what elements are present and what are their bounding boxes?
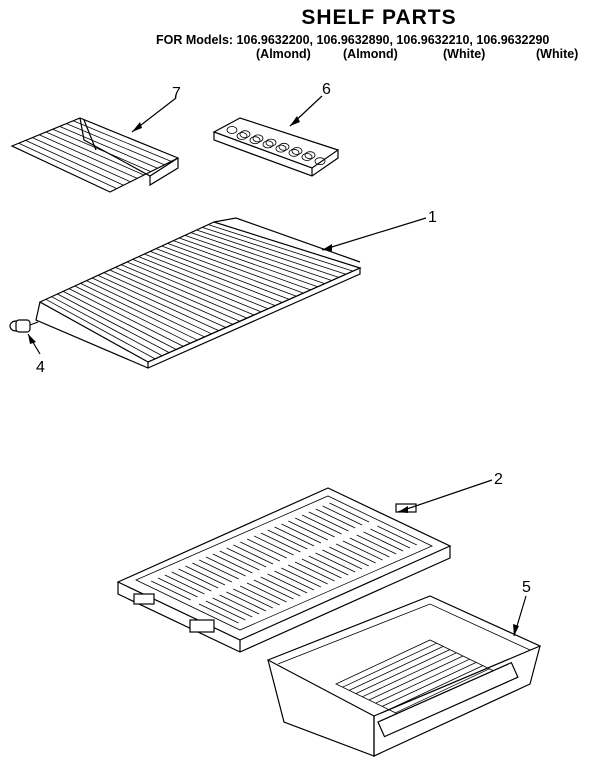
callout-7: 7 <box>172 85 181 102</box>
models-line: FOR Models: 106.9632200, 106.9632890, 10… <box>156 33 550 47</box>
part-6-ice-tray <box>212 117 340 177</box>
leader-lines <box>27 95 527 637</box>
callout-6: 6 <box>322 81 331 98</box>
color-label-3: (White) <box>443 47 486 61</box>
color-label-4: (White) <box>536 47 579 61</box>
callout-2: 2 <box>494 471 503 488</box>
part-2-shelf-frame <box>116 487 452 653</box>
page-title: SHELF PARTS <box>301 6 457 29</box>
color-label-2: (Almond) <box>343 47 398 61</box>
callout-1: 1 <box>428 209 437 226</box>
part-1-wire-shelf <box>35 217 362 369</box>
part-4-end-cap <box>9 319 39 333</box>
part-5-crisper-drawer <box>266 595 542 757</box>
part-7-wire-shelf <box>10 117 180 193</box>
color-label-1: (Almond) <box>256 47 311 61</box>
callout-5: 5 <box>522 579 531 596</box>
callout-4: 4 <box>36 359 45 376</box>
